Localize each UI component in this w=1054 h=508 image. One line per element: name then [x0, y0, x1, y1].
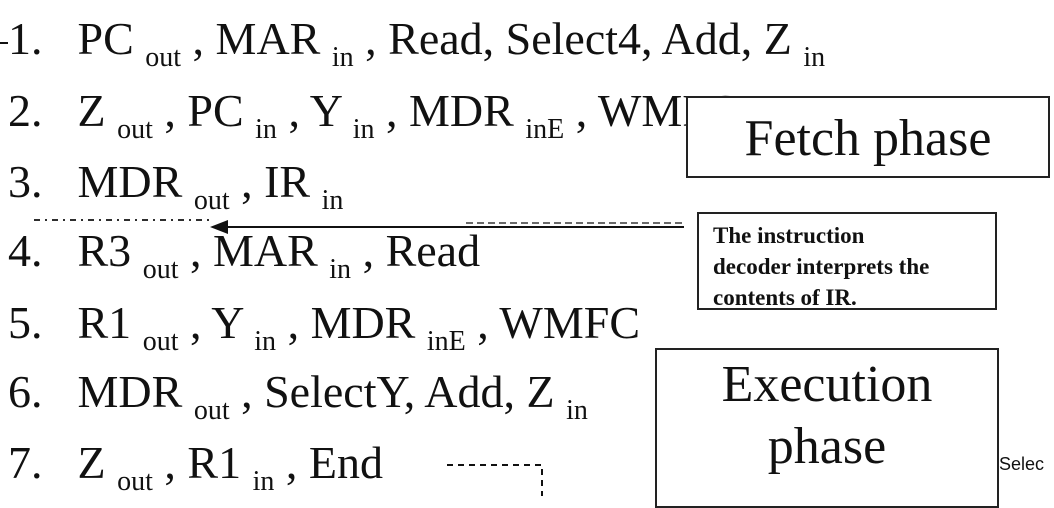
step-text: R1 [77, 297, 132, 348]
step-text: PC [77, 13, 134, 64]
step-subscript: in [254, 326, 277, 357]
cropped-text-fragment: Selec [999, 454, 1045, 474]
step-text: , MDR [386, 85, 514, 136]
step-subscript: in [566, 395, 588, 426]
step-text: , MAR [189, 225, 318, 276]
decoder-note-box: The instruction decoder interprets the c… [697, 212, 997, 310]
step-text: MDR [77, 156, 183, 207]
step-subscript: out [117, 466, 153, 497]
control-sequence-diagram: 1. PC out , MAR in , Read, Select4, Add,… [0, 16, 1050, 508]
step-text: , MDR [287, 297, 416, 348]
execution-phase-label: Execution [721, 356, 933, 413]
step-text: , MAR [192, 13, 321, 64]
step-text: , Read, Select4, Add, Z [365, 13, 792, 64]
step-subscript: in [255, 114, 277, 145]
step-subscript: out [142, 254, 179, 285]
step-text: , IR [241, 156, 311, 207]
step-text: , End [285, 437, 383, 488]
step-text: , Read [362, 225, 481, 276]
step-list: 1. PC out , MAR in , Read, Select4, Add,… [8, 16, 825, 496]
decoder-note-line: The instruction [713, 223, 865, 248]
step-number: 4. [8, 225, 43, 276]
step-number: 5. [8, 297, 43, 348]
step-subscript: out [117, 114, 153, 145]
step-number: 6. [8, 366, 43, 417]
step-7: 7. Z out , R1 in , End [8, 437, 383, 496]
step-text: MDR [77, 366, 183, 417]
step-text: R3 [77, 225, 132, 276]
step-subscript: in [321, 185, 344, 216]
step-text: , PC [164, 85, 244, 136]
step-text: Z [77, 437, 106, 488]
step-6: 6. MDR out , SelectY, Add, Z in [8, 366, 588, 425]
step-1: 1. PC out , MAR in , Read, Select4, Add,… [8, 13, 825, 72]
step-subscript: in [803, 42, 826, 73]
step-text: , Y [189, 297, 243, 348]
step-subscript: out [193, 395, 230, 426]
execution-phase-box: Execution phase [655, 348, 999, 508]
step-text: Z [77, 85, 106, 136]
step-number: 3. [8, 156, 43, 207]
step-subscript: out [145, 42, 182, 73]
step-subscript: in [331, 42, 354, 73]
step-subscript: in [252, 466, 275, 497]
step-subscript: in [329, 254, 352, 285]
step-subscript: inE [426, 326, 466, 357]
decoder-note-line: decoder interprets the [713, 254, 930, 279]
fetch-phase-label: Fetch phase [744, 110, 992, 167]
step-3: 3. MDR out , IR in [8, 156, 343, 215]
left-edge-tick [0, 42, 8, 44]
decoder-note-line: contents of IR. [713, 285, 857, 310]
execution-phase-label: phase [767, 418, 887, 475]
step-text: , R1 [164, 437, 242, 488]
step-number: 1. [8, 13, 43, 64]
fetch-phase-box: Fetch phase [686, 96, 1050, 178]
step-number: 7. [8, 437, 43, 488]
step-subscript: out [142, 326, 179, 357]
step-subscript: in [352, 114, 375, 145]
step-number: 2. [8, 85, 43, 136]
step-subscript: inE [525, 114, 565, 145]
step-5: 5. R1 out , Y in , MDR inE , WMFC [8, 297, 641, 356]
step-2: 2. Z out , PC in , Y in , MDR inE , WMFC [8, 85, 739, 144]
step-4: 4. R3 out , MAR in , Read [8, 225, 481, 284]
step-text: , Y [288, 85, 342, 136]
step-subscript: out [193, 185, 230, 216]
step-text: , SelectY, Add, Z [241, 366, 555, 417]
step-text: , WMFC [477, 297, 641, 348]
